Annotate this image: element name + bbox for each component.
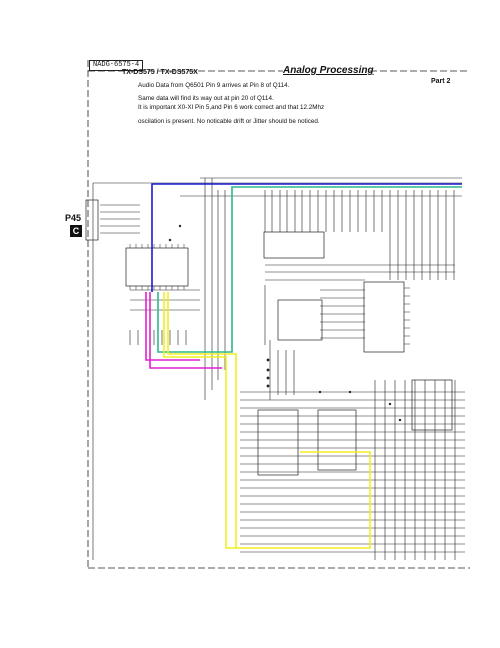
note-line-3: It is important X0-XI Pin 5,and Pin 6 wo… <box>138 104 325 111</box>
note-line-4: oscilation is present. No noticable drif… <box>138 118 320 125</box>
green-trace <box>157 186 462 353</box>
ic-pin-marks <box>129 244 410 345</box>
blue-trace <box>151 183 462 292</box>
model-label: TX-DS575 / TX-DS575X <box>122 69 198 76</box>
yellow-trace <box>163 292 371 549</box>
magenta-trace-2 <box>149 292 222 369</box>
circuit-wiring <box>92 177 465 560</box>
page-title: Analog Processing <box>283 65 374 76</box>
part-label: Part 2 <box>431 78 451 85</box>
page-section-badge: C <box>70 225 82 237</box>
ic-packages <box>85 199 453 476</box>
component-symbols <box>168 224 402 422</box>
page-reference-number: P45 <box>65 213 82 223</box>
highlighted-signal-traces <box>145 183 462 549</box>
drawing-number-tag: NADG-6575-4 <box>89 60 144 71</box>
yellow-trace-2 <box>167 292 237 548</box>
sheet-border <box>87 60 470 569</box>
note-line-1: Audio Data from Q6501 Pin 9 arrives at P… <box>138 82 290 89</box>
magenta-trace <box>145 292 200 361</box>
note-line-2: Same data will find its way out at pin 2… <box>138 95 274 102</box>
